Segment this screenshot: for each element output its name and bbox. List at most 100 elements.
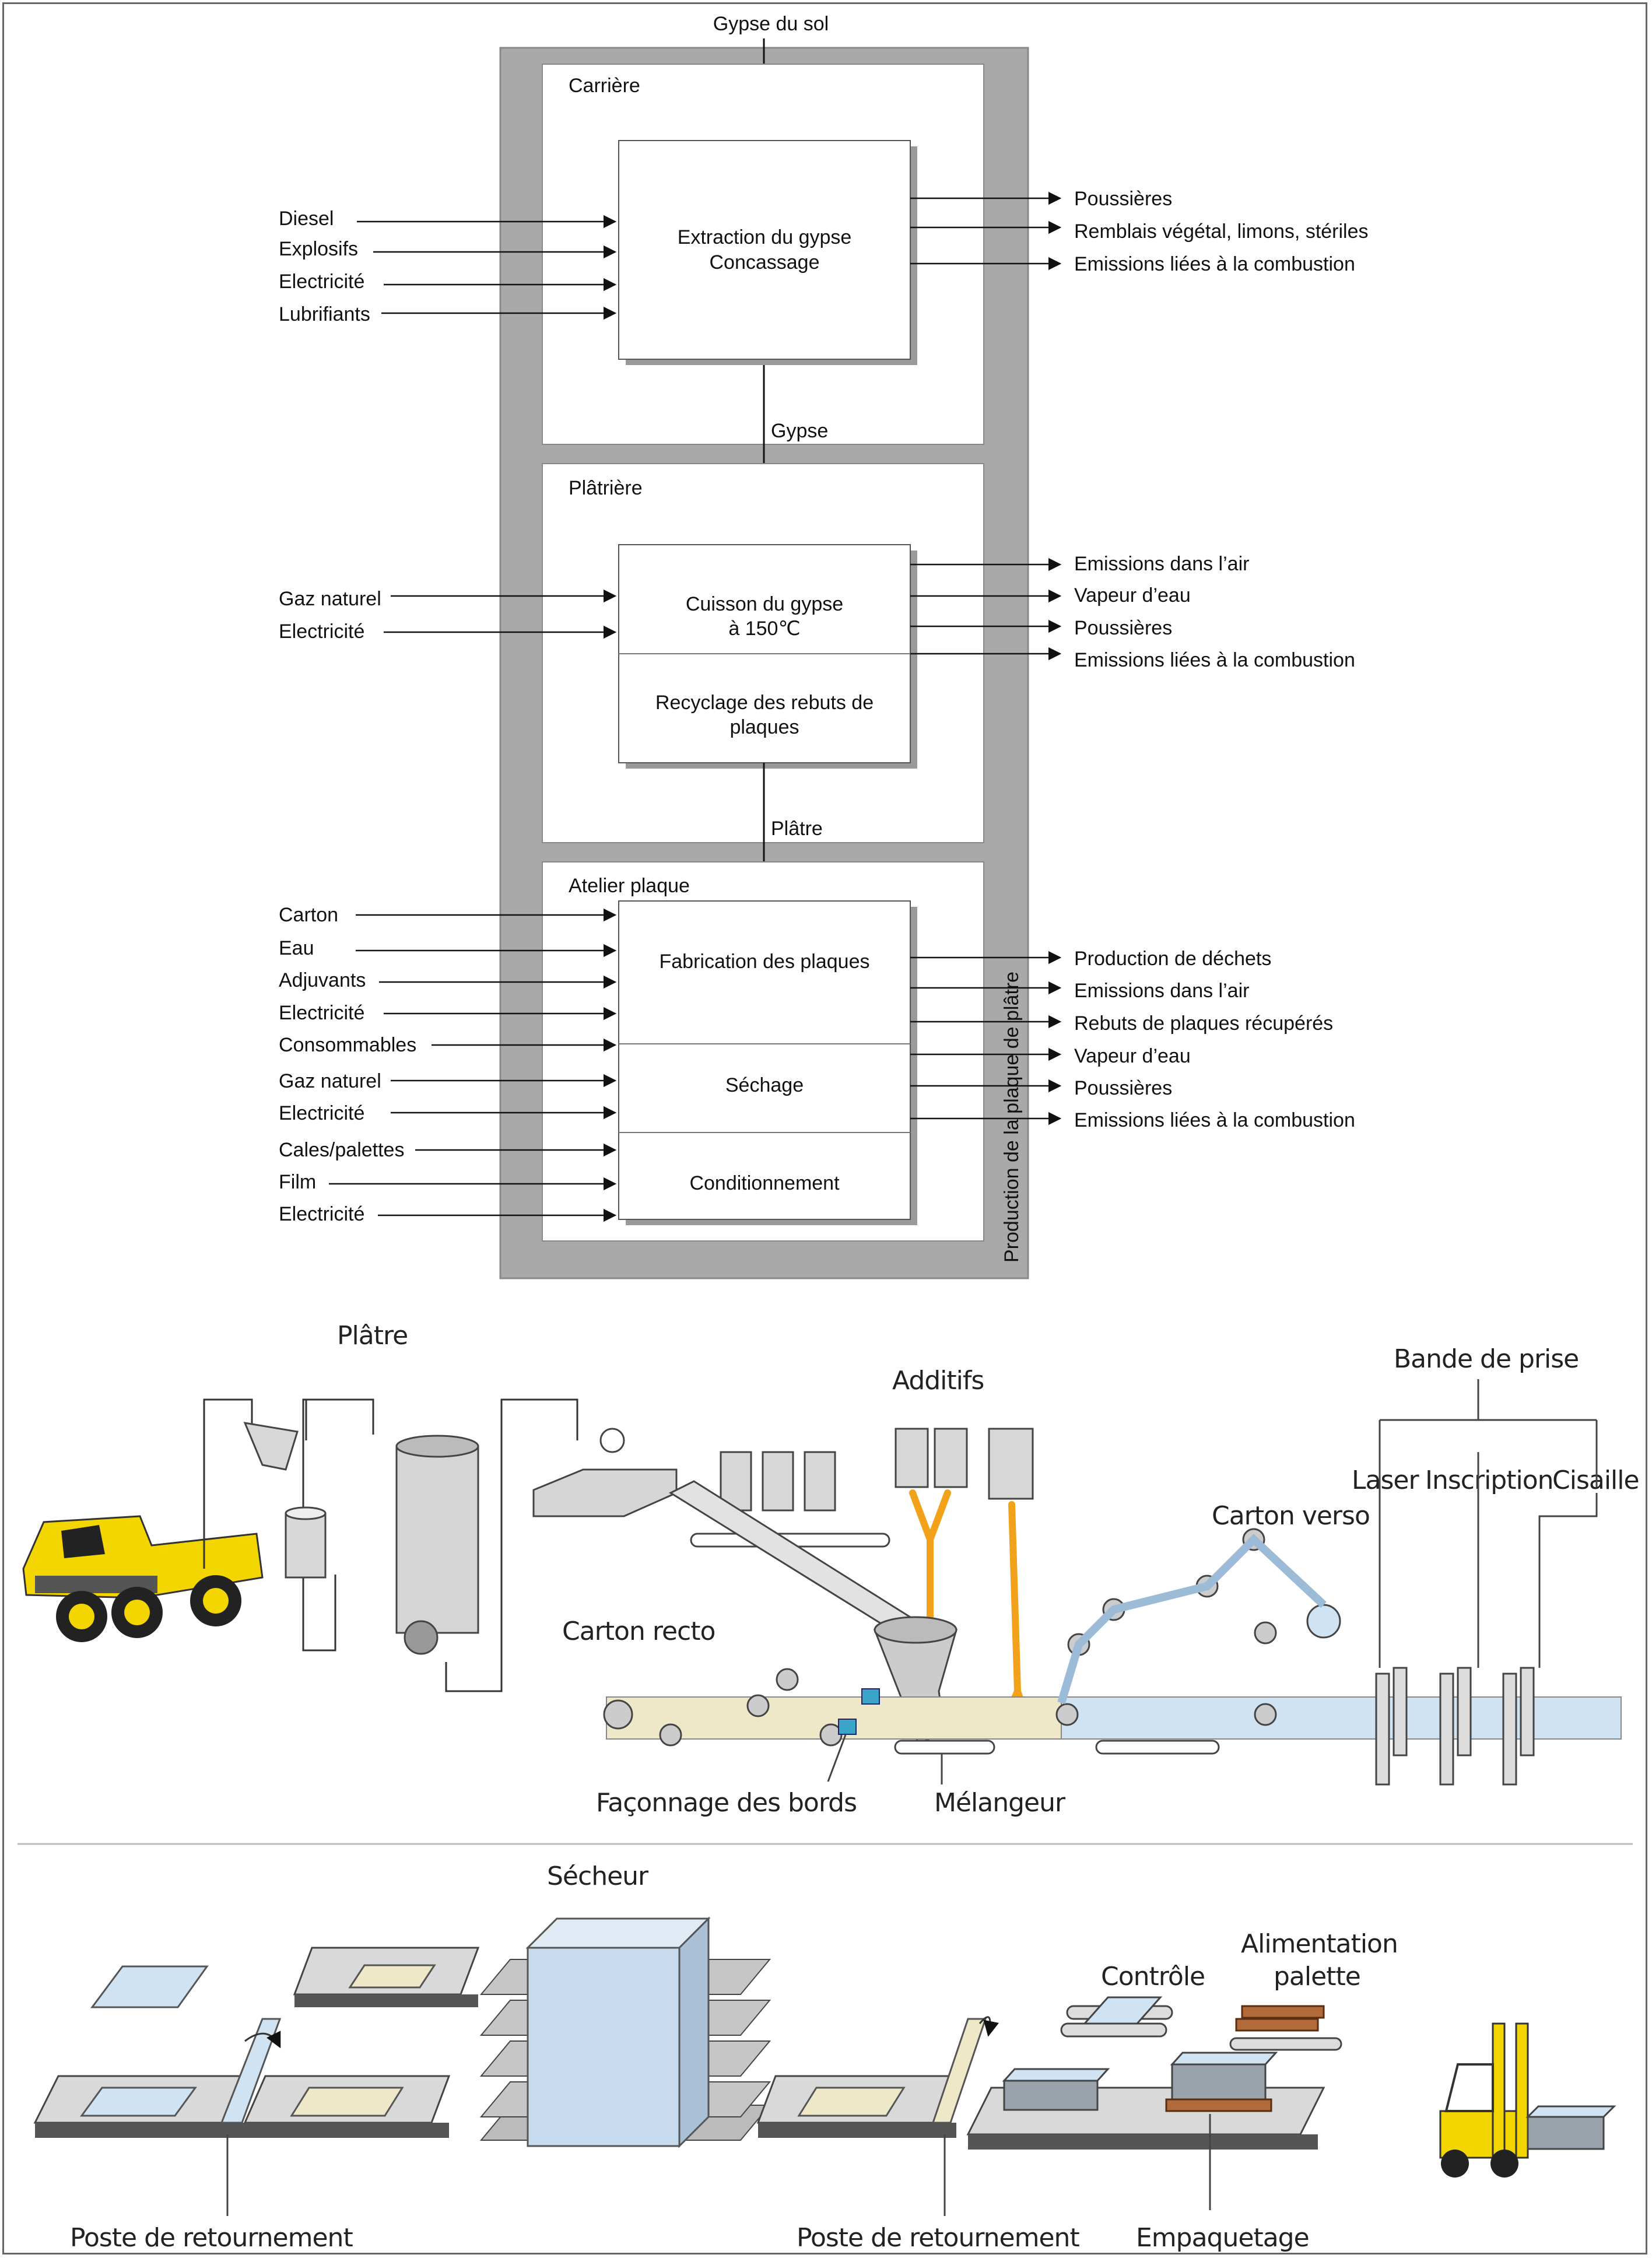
output-label: Poussières	[1074, 188, 1172, 210]
output-label: Emissions dans l’air	[1074, 980, 1249, 1002]
plaque-panel-cream	[348, 1964, 436, 1989]
gauge-icon	[599, 1428, 625, 1453]
conveyor-belt	[1095, 1740, 1220, 1755]
conveyor-upper-belt	[294, 1994, 478, 2007]
plaque-panel-cream	[797, 2087, 906, 2117]
silo-screw	[404, 1620, 439, 1655]
conveyor-belt	[894, 1740, 995, 1755]
input-label: Cales/palettes	[279, 1139, 404, 1161]
stage-platriere: Plâtrière Cuisson du gypse à 150℃ Recycl…	[279, 463, 1355, 900]
dosing-cup-icon	[285, 1512, 327, 1579]
label-retournement-1: Poste de retournement	[70, 2223, 353, 2253]
conveyor-mid-belt	[245, 2123, 449, 2138]
process-box	[618, 900, 911, 1220]
output-label: Rebuts de plaques récupérés	[1074, 1012, 1333, 1035]
weigh-table-icon	[532, 1468, 678, 1517]
label-carton-verso: Carton verso	[1212, 1501, 1370, 1531]
label-melangeur: Mélangeur	[934, 1788, 1066, 1818]
process-text: Fabrication des plaques	[659, 951, 869, 973]
label-bande-de-prise: Bande de prise	[1394, 1344, 1579, 1374]
verso-rollers	[1055, 1528, 1277, 1726]
stage-title: Carrière	[569, 75, 640, 97]
output-label: Emissions liées à la combustion	[1074, 253, 1355, 275]
pallet-feed	[1229, 2005, 1342, 2051]
plaque-panel	[80, 2087, 197, 2117]
label-cisaille: Cisaille	[1552, 1465, 1639, 1495]
label-laser: Laser	[1352, 1465, 1419, 1495]
verso-web	[1057, 1534, 1327, 1705]
process-text: plaques	[729, 716, 799, 738]
product-label: Plâtre	[771, 818, 823, 840]
label-alimentation-2: palette	[1274, 1962, 1360, 1991]
stage-carriere: Carrière Extraction du gypse Concassage …	[279, 64, 1369, 541]
plate-stack-top	[1002, 2068, 1110, 2082]
gantry-inscription	[1439, 1452, 1479, 1786]
label-inscription: Inscription	[1425, 1465, 1553, 1495]
label-additifs: Additifs	[892, 1366, 984, 1396]
control-station	[1060, 1996, 1173, 2038]
process-text: Extraction du gypse	[678, 226, 852, 248]
label-secheur: Sécheur	[547, 1861, 649, 1891]
conveyor-right-belt	[758, 2123, 956, 2138]
flow-chart: Gypse du sol Production de la plaque de …	[279, 13, 1369, 1279]
process-text: Séchage	[725, 1074, 804, 1096]
production-line-illustration: Plâtre Additifs Bande de prise Laser Ins…	[17, 1321, 1640, 1845]
output-label: Production de déchets	[1074, 948, 1271, 970]
label-alimentation-1: Alimentation	[1241, 1929, 1398, 1959]
output-label: Emissions dans l’air	[1074, 553, 1249, 575]
label-retournement-2: Poste de retournement	[797, 2223, 1079, 2253]
turning-station-1-icon	[220, 2018, 282, 2124]
rotation-arrow-icon	[978, 2016, 999, 2037]
plaque-panel-cream	[290, 2087, 404, 2117]
gantry-cisaille	[1502, 1452, 1598, 1786]
input-label: Explosifs	[279, 238, 358, 260]
input-label: Electricité	[279, 1002, 364, 1024]
plate-belt-blue	[1061, 1696, 1622, 1740]
drying-packing-illustration: Sécheur Contrôle Alimentation palette Po…	[33, 1861, 1616, 2253]
input-label: Adjuvants	[279, 969, 366, 991]
carton-verso-roll	[1306, 1604, 1341, 1639]
dosing-cup-top	[285, 1506, 327, 1520]
label-platre: Plâtre	[337, 1321, 408, 1351]
additifs-tanks	[895, 1428, 1034, 1500]
silo-icon	[395, 1445, 479, 1634]
input-label: Electricité	[279, 271, 364, 293]
input-label: Gaz naturel	[279, 588, 381, 610]
forklift-icon	[1439, 2022, 1616, 2178]
input-label: Electricité	[279, 620, 364, 643]
input-label: Consommables	[279, 1034, 416, 1056]
stage-title: Atelier plaque	[569, 875, 690, 897]
input-label: Carton	[279, 904, 338, 926]
process-box	[618, 140, 911, 360]
process-text: Recyclage des rebuts de	[655, 692, 874, 714]
turning-station-2-icon	[931, 2018, 987, 2124]
output-label: Vapeur d’eau	[1074, 584, 1191, 606]
output-label: Vapeur d’eau	[1074, 1045, 1191, 1067]
bande-de-prise-bracket	[1379, 1379, 1598, 1452]
label-faconnage: Façonnage des bords	[596, 1788, 857, 1818]
dump-truck-icon	[22, 1515, 264, 1642]
packaged-stack	[1165, 2052, 1278, 2112]
plaque-panel	[90, 1965, 209, 2008]
input-label: Film	[279, 1171, 316, 1193]
output-label: Poussières	[1074, 617, 1172, 639]
label-empaquetage: Empaquetage	[1136, 2223, 1309, 2253]
label-controle: Contrôle	[1101, 1962, 1205, 1991]
process-text: Conditionnement	[689, 1172, 840, 1194]
conveyor-left-belt	[35, 2123, 245, 2138]
process-text: à 150℃	[728, 618, 800, 640]
faconnage-pointer	[827, 1734, 847, 1782]
process-text: Concassage	[709, 251, 819, 274]
label-carton-recto: Carton recto	[562, 1617, 715, 1646]
silo-top	[395, 1435, 479, 1458]
output-label: Emissions liées à la combustion	[1074, 649, 1355, 671]
conveyor-packing-belt	[968, 2134, 1318, 2150]
output-label: Poussières	[1074, 1077, 1172, 1099]
input-label: Gaz naturel	[279, 1070, 381, 1092]
input-label: Electricité	[279, 1203, 364, 1225]
mixer-top	[874, 1616, 957, 1644]
product-label: Gypse	[771, 420, 828, 442]
stage-atelier-plaque: Atelier plaque Fabrication des plaques S…	[279, 861, 1355, 1242]
